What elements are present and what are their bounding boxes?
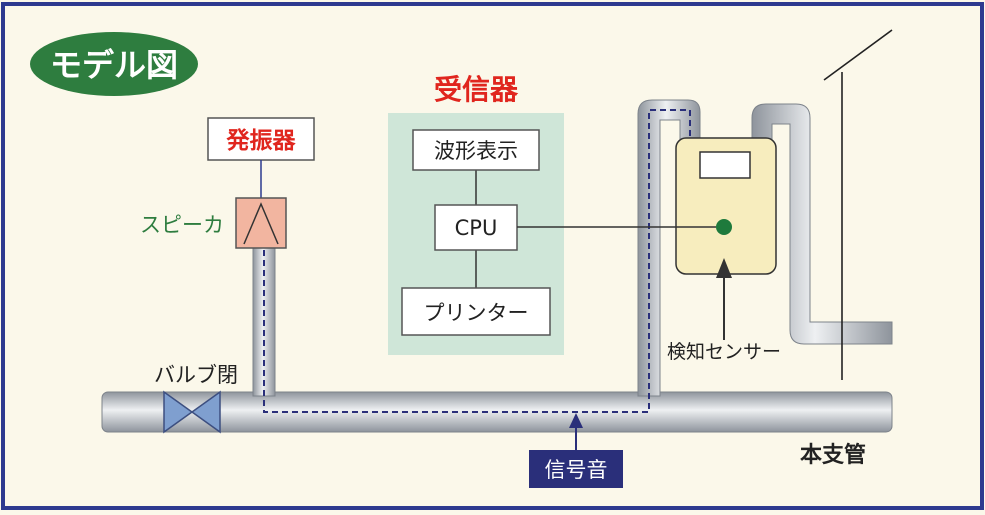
cpu-module: [434, 204, 518, 251]
meter-outlet-pipe: [751, 103, 893, 345]
speaker-icon: [235, 197, 287, 249]
badge-label: モデル図: [50, 46, 178, 84]
signal-badge: [529, 450, 623, 488]
oscillator-box: [207, 117, 315, 161]
receiver-title: 受信器: [434, 73, 519, 106]
meter-display: [699, 151, 751, 179]
badge-background: [30, 32, 198, 96]
oscillator-label: 発振器: [226, 127, 297, 154]
printer-module: [401, 287, 551, 336]
main-pipe-label: 本支管: [800, 442, 866, 468]
speaker-cone: [243, 202, 279, 245]
waveform-module: [412, 129, 540, 171]
cpu-label: CPU: [455, 216, 498, 240]
signal-path: [263, 109, 691, 413]
valve-label: バルブ閉: [154, 363, 238, 387]
pole-diagonal: [823, 29, 893, 81]
waveform-label: 波形表示: [434, 139, 518, 163]
sensor-label: 検知センサー: [667, 341, 781, 363]
sensor-arrow-head: [716, 258, 732, 278]
valve-icon: [163, 390, 194, 434]
sensor-dot: [716, 219, 732, 235]
valve-icon-right: [190, 390, 221, 434]
speaker-label: スピーカ: [140, 213, 224, 237]
signal-label: 信号音: [545, 458, 608, 482]
signal-arrow-head: [569, 413, 583, 428]
printer-label: プリンター: [424, 301, 529, 325]
